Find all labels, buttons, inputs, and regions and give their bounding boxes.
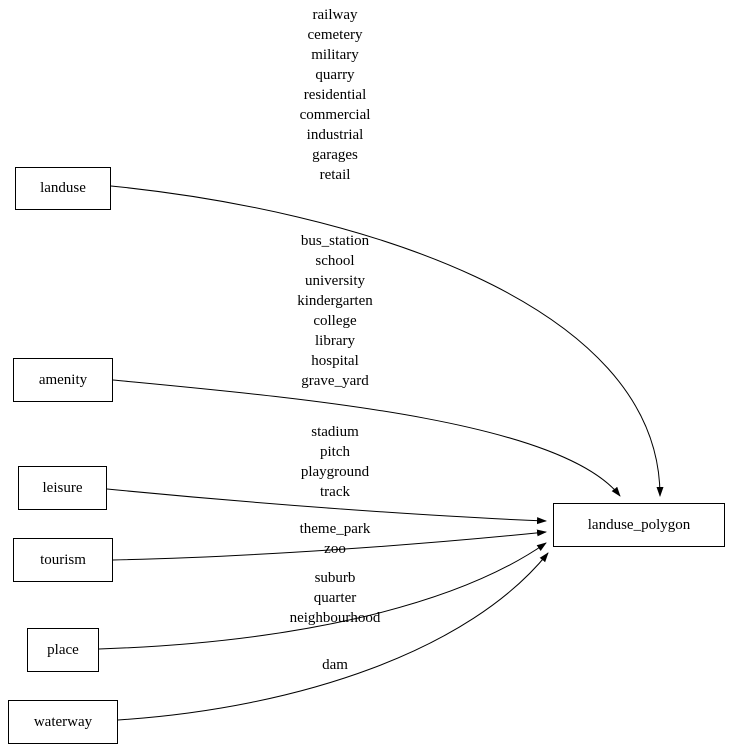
node-landuse: landuse bbox=[15, 167, 111, 210]
edge-label-landuse-values: railway cemetery military quarry residen… bbox=[299, 7, 371, 183]
edge-label-leisure-values: stadium pitch playground track bbox=[300, 424, 370, 500]
edge-landuse-to-landuse-polygon bbox=[110, 185, 664, 497]
node-place: place bbox=[27, 628, 99, 672]
node-tourism: tourism bbox=[13, 538, 113, 582]
edge-label-tourism-values: theme_park zoo bbox=[299, 521, 371, 557]
edge-amenity-to-landuse-polygon bbox=[112, 379, 621, 497]
edge-tourism-to-landuse-polygon bbox=[112, 529, 547, 561]
edge-place-to-landuse-polygon bbox=[98, 542, 547, 650]
edge-leisure-to-landuse-polygon bbox=[106, 488, 547, 525]
node-waterway: waterway bbox=[8, 700, 118, 744]
node-leisure: leisure bbox=[18, 466, 107, 510]
edge-label-amenity-values: bus_station school university kindergart… bbox=[297, 233, 373, 389]
edge-waterway-to-landuse-polygon bbox=[117, 552, 549, 721]
edge-label-waterway-values: dam bbox=[322, 657, 348, 673]
node-amenity: amenity bbox=[13, 358, 113, 402]
node-landuse-polygon: landuse_polygon bbox=[553, 503, 725, 547]
edge-label-place-values: suburb quarter neighbourhood bbox=[289, 570, 381, 626]
